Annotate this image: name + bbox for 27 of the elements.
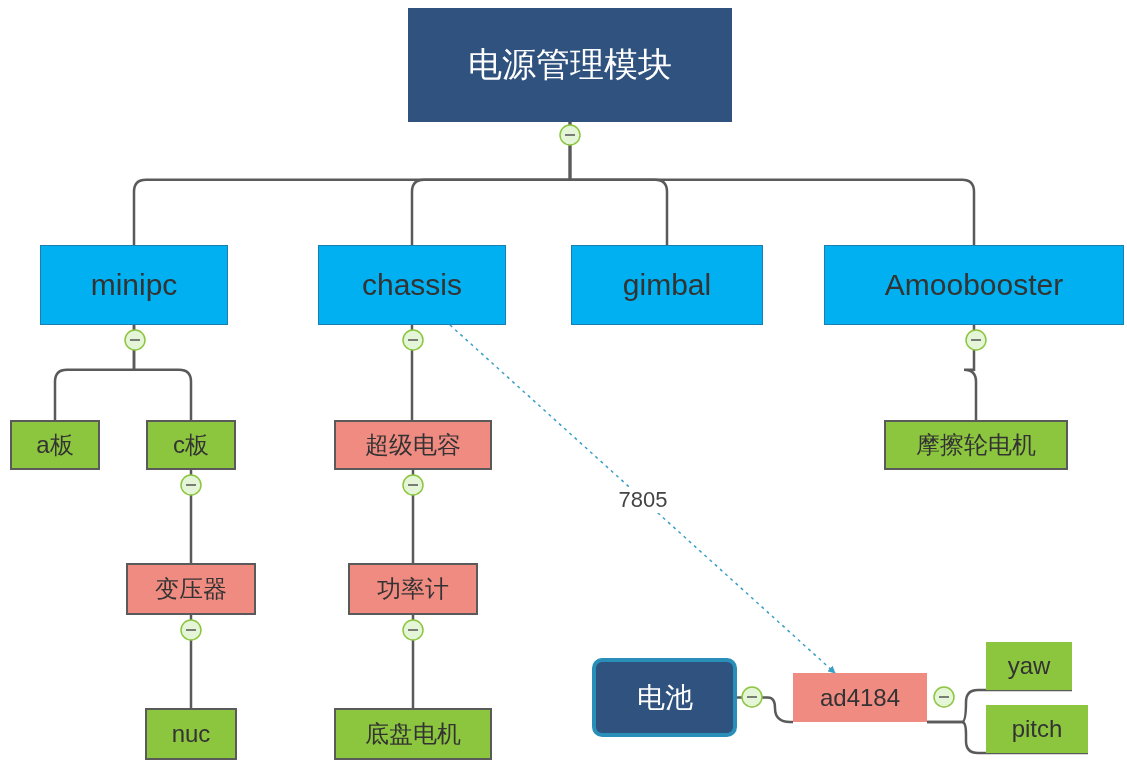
topic-box: 超级电容 — [334, 420, 492, 470]
connector-line — [411, 615, 415, 708]
connector-line — [411, 470, 415, 563]
connector-line — [962, 325, 978, 420]
topic-box: nuc — [145, 708, 237, 760]
topic-box: minipc — [40, 245, 228, 325]
topic-box: c板 — [146, 420, 236, 470]
floating-topic-box: 电池 — [592, 658, 737, 737]
topic-box: 电源管理模块 — [408, 8, 732, 122]
topic-box: pitch — [986, 705, 1088, 753]
topic-box: a板 — [10, 420, 100, 470]
topic-box: chassis — [318, 245, 506, 325]
connector-line — [132, 325, 193, 420]
connector-line — [927, 720, 1088, 755]
topic-box: 底盘电机 — [334, 708, 492, 760]
topic-box: yaw — [986, 642, 1072, 690]
topic-box: 功率计 — [348, 563, 478, 615]
connector-line — [189, 615, 193, 708]
dashed-arrow — [449, 324, 836, 674]
topic-box: gimbal — [571, 245, 763, 325]
topic-box: 变压器 — [126, 563, 256, 615]
connector-line — [568, 122, 976, 245]
topic-box: ad4184 — [793, 673, 927, 722]
topic-box: 摩擦轮电机 — [884, 420, 1068, 470]
connector-line — [410, 325, 414, 420]
topic-box: Amoobooster — [824, 245, 1124, 325]
connector-line — [189, 470, 193, 563]
